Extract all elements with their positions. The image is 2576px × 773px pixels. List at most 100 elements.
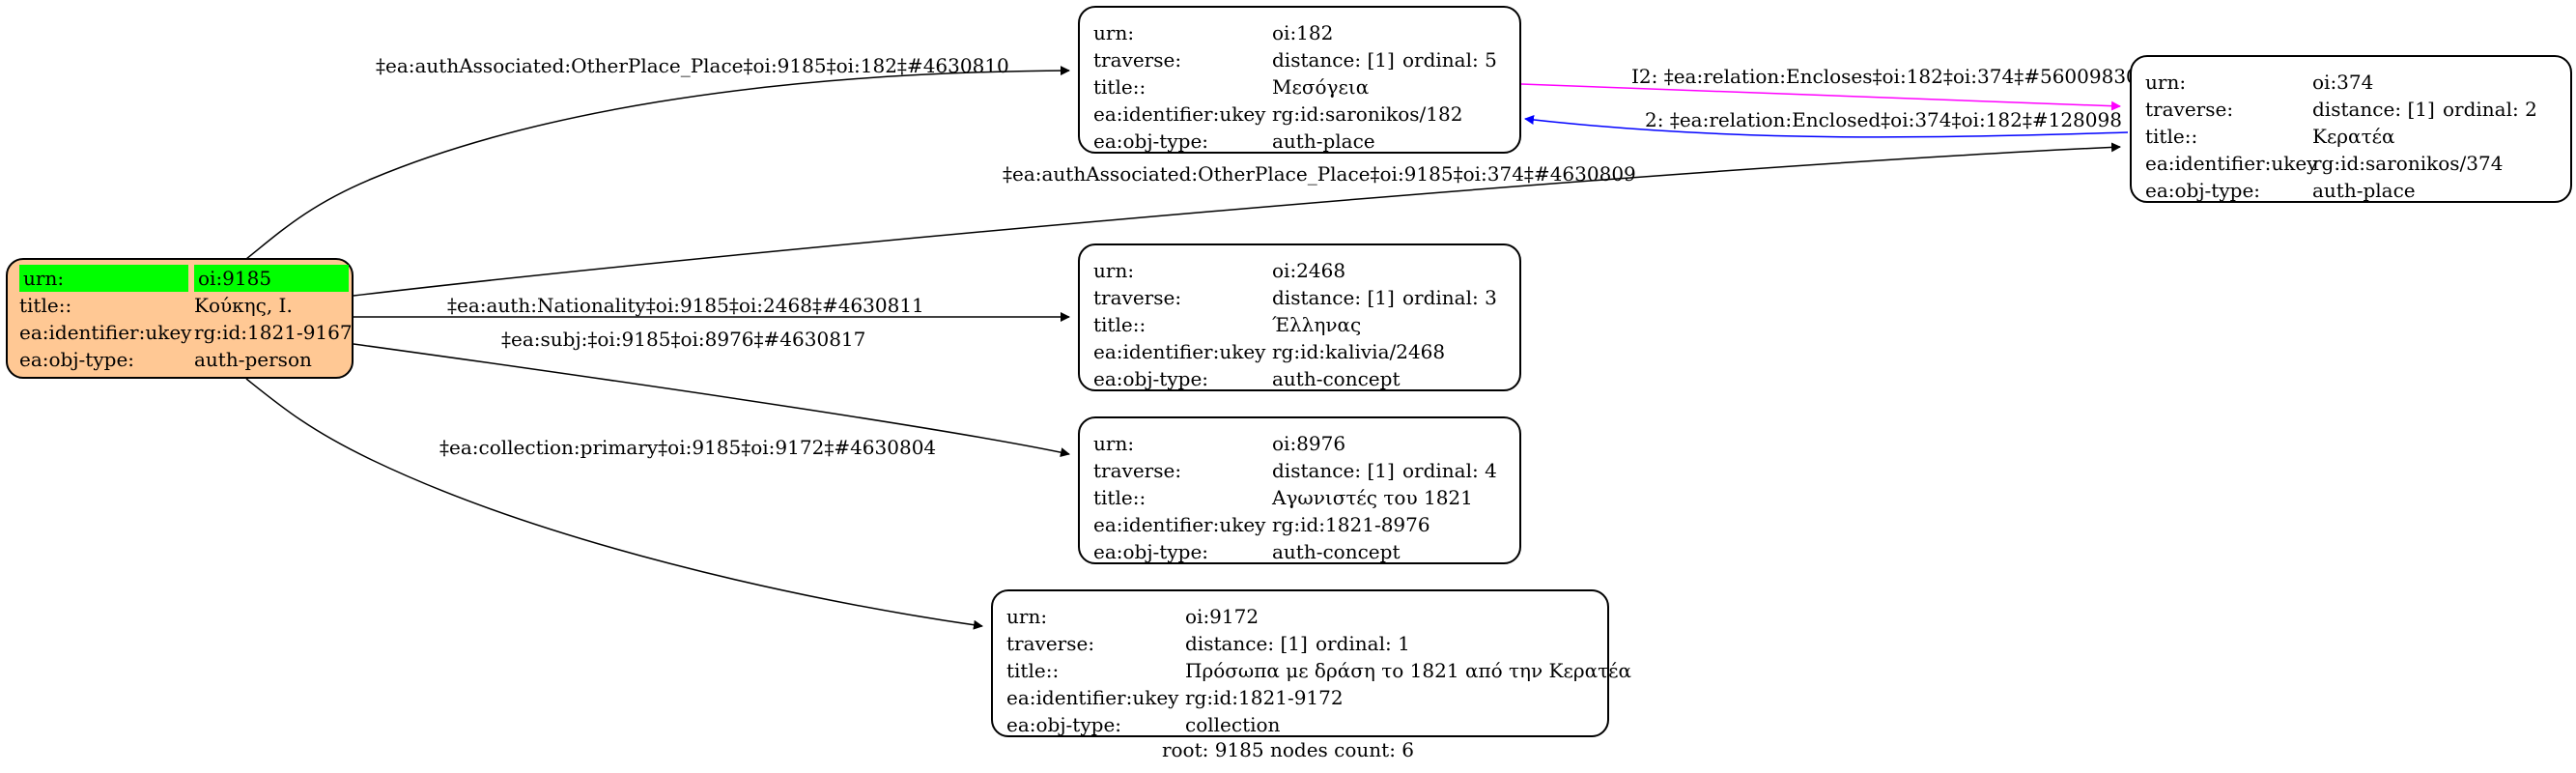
- node-row-title: title:: Μεσόγεια: [1093, 73, 1506, 100]
- node-key: ea:obj-type:: [2145, 179, 2261, 202]
- node-key: traverse:: [1093, 459, 1182, 482]
- node-value: rg:id:saronikos/182: [1272, 102, 1463, 126]
- node-value: collection: [1185, 713, 1281, 736]
- node-value: rg:id:kalivia/2468: [1272, 340, 1446, 363]
- edge-label-9185-374: ‡ea:authAssociated:OtherPlace_Place‡oi:9…: [1003, 162, 1636, 186]
- node-row-title: title:: Έλληνας: [1093, 311, 1506, 338]
- edge-label-9185-2468: ‡ea:auth:Nationality‡oi:9185‡oi:2468‡#46…: [447, 294, 924, 317]
- node-value: oi:9185: [194, 265, 349, 292]
- node-value: distance: [1]: [1272, 48, 1395, 72]
- node-value: auth-place: [2312, 179, 2416, 202]
- node-key: urn:: [1093, 259, 1135, 282]
- node-key: title::: [2145, 125, 2198, 148]
- node-value: distance: [1]: [1272, 286, 1395, 309]
- edge-label-9185-9172: ‡ea:collection:primary‡oi:9185‡oi:9172‡#…: [439, 436, 936, 459]
- node-key: title::: [1093, 313, 1146, 336]
- node-row-urn: urn: oi:9172: [1006, 603, 1594, 630]
- node-ordinal: ordinal: 5: [1402, 48, 1497, 72]
- node-key: ea:obj-type:: [1093, 540, 1209, 563]
- node-row-traverse: traverse: distance: [1] ordinal: 4: [1093, 457, 1506, 484]
- edge-label-9185-182: ‡ea:authAssociated:OtherPlace_Place‡oi:9…: [376, 54, 1009, 77]
- node-value: auth-place: [1272, 129, 1375, 153]
- node-value: rg:id:1821-9172: [1185, 686, 1344, 709]
- node-row-objtype: ea:obj-type: auth-person: [19, 346, 340, 373]
- node-key: ea:obj-type:: [19, 348, 135, 371]
- node-key: urn:: [1093, 432, 1135, 455]
- node-row-title: title:: Κούκης, Ι.: [19, 292, 340, 319]
- node-oi-2468[interactable]: urn: oi:2468 traverse: distance: [1] ord…: [1078, 243, 1521, 391]
- edge-9185-182: [245, 66, 1070, 260]
- node-key: ea:identifier:ukey: [1093, 102, 1266, 126]
- node-row-ukey: ea:identifier:ukey rg:id:1821-9167: [19, 319, 353, 346]
- graph-footer: root: 9185 nodes count: 6: [1161, 738, 1415, 761]
- node-value: rg:id:1821-8976: [1272, 513, 1430, 536]
- node-key: urn:: [2145, 71, 2187, 94]
- node-key: ea:identifier:ukey: [1093, 513, 1266, 536]
- edge-9185-8976: [353, 343, 1070, 457]
- node-key: ea:obj-type:: [1006, 713, 1122, 736]
- node-value: distance: [1]: [1272, 459, 1395, 482]
- node-row-objtype: ea:obj-type: auth-concept: [1093, 538, 1506, 565]
- node-key: title::: [1093, 75, 1146, 99]
- edge-label-9185-8976: ‡ea:subj:‡oi:9185‡oi:8976‡#4630817: [501, 328, 865, 351]
- node-value: Πρόσωπα με δράση το 1821 από την Κερατέα: [1185, 659, 1632, 682]
- node-key: traverse:: [1093, 48, 1182, 72]
- edge-label-374-182: 2: ‡ea:relation:Enclosed‡oi:374‡oi:182‡#…: [1645, 108, 2122, 131]
- node-value: Κούκης, Ι.: [194, 294, 293, 317]
- node-key: traverse:: [1006, 632, 1095, 655]
- node-value: Αγωνιστές του 1821: [1272, 486, 1473, 509]
- edge-label-182-374: I2: ‡ea:relation:Encloses‡oi:182‡oi:374‡…: [1631, 65, 2138, 88]
- node-value: oi:2468: [1272, 259, 1346, 282]
- node-value: oi:8976: [1272, 432, 1346, 455]
- node-key: ea:identifier:ukey: [1093, 340, 1266, 363]
- node-key: ea:identifier:ukey: [19, 321, 192, 344]
- node-key: traverse:: [1093, 286, 1182, 309]
- node-value: oi:9172: [1185, 605, 1260, 628]
- node-value: oi:182: [1272, 21, 1334, 44]
- edge-374-182: [1524, 115, 2129, 138]
- node-oi-374[interactable]: urn: oi:374 traverse: distance: [1] ordi…: [2130, 55, 2572, 203]
- node-oi-9172[interactable]: urn: oi:9172 traverse: distance: [1] ord…: [991, 589, 1631, 738]
- node-row-ukey: ea:identifier:ukey rg:id:saronikos/182: [1093, 100, 1506, 128]
- node-row-traverse: traverse: distance: [1] ordinal: 5: [1093, 46, 1506, 73]
- node-value: auth-person: [194, 348, 312, 371]
- edge-9185-374: [353, 142, 2121, 297]
- node-ordinal: ordinal: 3: [1402, 286, 1497, 309]
- node-row-urn: urn: oi:9185: [19, 265, 349, 292]
- node-row-title: title:: Κερατέα: [2145, 123, 2557, 150]
- node-value: rg:id:1821-9167: [194, 321, 353, 344]
- node-row-urn: urn: oi:2468: [1093, 257, 1506, 284]
- node-key: title::: [1006, 659, 1060, 682]
- node-row-ukey: ea:identifier:ukey rg:id:kalivia/2468: [1093, 338, 1506, 365]
- root-node-9185[interactable]: urn: oi:9185 title:: Κούκης, Ι. ea:ident…: [6, 258, 354, 379]
- node-row-urn: urn: oi:182: [1093, 19, 1506, 46]
- node-row-objtype: ea:obj-type: auth-concept: [1093, 365, 1506, 392]
- node-oi-8976[interactable]: urn: oi:8976 traverse: distance: [1] ord…: [1078, 416, 1521, 564]
- node-row-ukey: ea:identifier:ukey rg:id:1821-9172: [1006, 684, 1594, 711]
- node-key: urn:: [1006, 605, 1048, 628]
- node-value: auth-concept: [1272, 367, 1401, 390]
- node-value: distance: [1]: [1185, 632, 1308, 655]
- node-row-traverse: traverse: distance: [1] ordinal: 2: [2145, 96, 2557, 123]
- node-row-title: title:: Αγωνιστές του 1821: [1093, 484, 1506, 511]
- node-row-objtype: ea:obj-type: collection: [1006, 711, 1594, 738]
- node-row-ukey: ea:identifier:ukey rg:id:1821-8976: [1093, 511, 1506, 538]
- node-value: Έλληνας: [1272, 313, 1362, 336]
- node-row-traverse: traverse: distance: [1] ordinal: 3: [1093, 284, 1506, 311]
- node-oi-182[interactable]: urn: oi:182 traverse: distance: [1] ordi…: [1078, 6, 1521, 154]
- node-ordinal: ordinal: 4: [1402, 459, 1497, 482]
- node-key: urn:: [1093, 21, 1135, 44]
- node-key: ea:obj-type:: [1093, 129, 1209, 153]
- node-row-title: title:: Πρόσωπα με δράση το 1821 από την…: [1006, 657, 1631, 684]
- node-key: traverse:: [2145, 98, 2234, 121]
- node-value: auth-concept: [1272, 540, 1401, 563]
- node-key: title::: [1093, 486, 1146, 509]
- node-key: title::: [19, 294, 72, 317]
- node-row-urn: urn: oi:374: [2145, 69, 2557, 96]
- node-value: oi:374: [2312, 71, 2374, 94]
- node-row-traverse: traverse: distance: [1] ordinal: 1: [1006, 630, 1594, 657]
- edge-9185-9172: [245, 378, 983, 630]
- node-row-objtype: ea:obj-type: auth-place: [2145, 177, 2557, 204]
- node-key: ea:identifier:ukey: [1006, 686, 1179, 709]
